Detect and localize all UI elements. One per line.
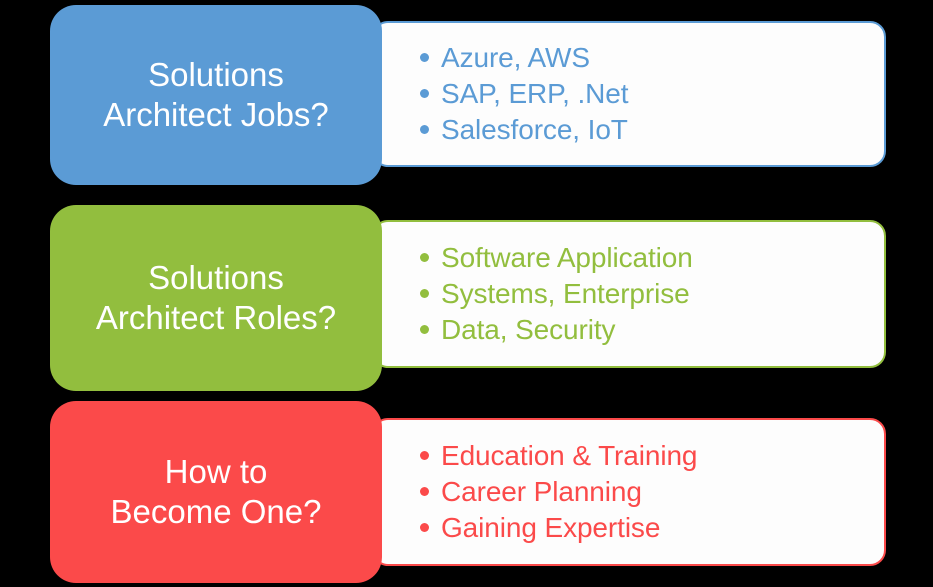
section-title-roles: Solutions Architect Roles? — [96, 258, 336, 339]
bullet-label: SAP, ERP, .Net — [441, 78, 629, 109]
bullet-dot-icon — [420, 89, 429, 98]
section-title-tab-jobs: Solutions Architect Jobs? — [50, 5, 382, 185]
section-solutions-architect-roles: Software Application Systems, Enterprise… — [0, 196, 933, 396]
list-item: Azure, AWS — [420, 40, 884, 76]
list-item: SAP, ERP, .Net — [420, 76, 884, 112]
bullet-label: Salesforce, IoT — [441, 114, 628, 145]
section-title-line-2: Architect Jobs? — [103, 96, 329, 133]
bullet-label: Career Planning — [441, 476, 642, 507]
bullet-dot-icon — [420, 289, 429, 298]
bullet-label: Azure, AWS — [441, 42, 590, 73]
bullet-dot-icon — [420, 523, 429, 532]
list-item: Career Planning — [420, 474, 884, 510]
bullet-dot-icon — [420, 53, 429, 62]
section-title-jobs: Solutions Architect Jobs? — [103, 55, 329, 136]
section-title-tab-roles: Solutions Architect Roles? — [50, 205, 382, 391]
section-title-line-2: Architect Roles? — [95, 299, 337, 336]
section-title-tab-become-one: How to Become One? — [50, 401, 382, 583]
section-title-become-one: How to Become One? — [111, 452, 322, 533]
bullet-label: Systems, Enterprise — [441, 278, 690, 309]
bullet-dot-icon — [420, 253, 429, 262]
section-how-to-become-one: Education & Training Career Planning Gai… — [0, 396, 933, 587]
bullet-label: Gaining Expertise — [441, 512, 661, 543]
bullet-panel-jobs: Azure, AWS SAP, ERP, .Net Salesforce, Io… — [372, 21, 886, 167]
list-item: Software Application — [420, 240, 884, 276]
bullet-label: Data, Security — [441, 314, 616, 345]
section-solutions-architect-jobs: Azure, AWS SAP, ERP, .Net Salesforce, Io… — [0, 0, 933, 196]
section-title-line-2: Become One? — [110, 493, 322, 530]
section-title-line-1: Solutions — [148, 258, 284, 296]
bullet-dot-icon — [420, 325, 429, 334]
list-item: Systems, Enterprise — [420, 276, 884, 312]
list-item: Data, Security — [420, 312, 884, 348]
section-title-line-1: How to — [164, 452, 268, 490]
list-item: Salesforce, IoT — [420, 112, 884, 148]
bullet-label: Education & Training — [441, 440, 698, 471]
bullet-panel-roles: Software Application Systems, Enterprise… — [372, 220, 886, 368]
list-item: Gaining Expertise — [420, 510, 884, 546]
bullet-label: Software Application — [441, 242, 693, 273]
bullet-dot-icon — [420, 451, 429, 460]
section-title-line-1: Solutions — [148, 55, 284, 93]
bullet-dot-icon — [420, 487, 429, 496]
list-item: Education & Training — [420, 438, 884, 474]
bullet-dot-icon — [420, 125, 429, 134]
bullet-panel-become-one: Education & Training Career Planning Gai… — [372, 418, 886, 566]
